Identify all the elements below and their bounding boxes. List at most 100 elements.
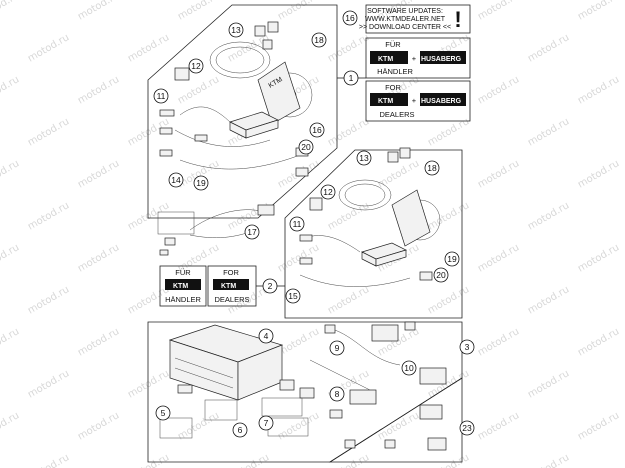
svg-text:KTM: KTM	[173, 283, 188, 290]
husaberg-logo-1	[420, 51, 466, 64]
watermark-text: motod.ru	[476, 74, 521, 106]
watermark-text: motod.ru	[426, 452, 471, 468]
callout-circle-11	[289, 216, 305, 232]
ktm-logo-2	[370, 93, 408, 106]
watermark-text: motod.ru	[176, 410, 221, 442]
carry-case-4	[168, 324, 284, 401]
callout-label-16: 16	[345, 13, 355, 23]
callout-circle-4	[258, 328, 274, 344]
callout-circle-18	[311, 32, 327, 48]
software-line-3: >> DOWNLOAD CENTER <<	[359, 24, 451, 31]
callout-label-4: 4	[264, 331, 269, 341]
watermark-text: motod.ru	[76, 326, 121, 358]
watermark-text: motod.ru	[276, 326, 321, 358]
watermark-text: motod.ru	[276, 242, 321, 274]
watermark-text: motod.ru	[476, 326, 521, 358]
svg-text:HUSABERG: HUSABERG	[421, 98, 462, 105]
callout-label-19: 19	[196, 178, 206, 188]
callout-label-1: 1	[349, 73, 354, 83]
callout-circle-2	[262, 278, 278, 294]
callout-label-18: 18	[314, 35, 324, 45]
svg-text:KTM: KTM	[378, 98, 393, 105]
callout-circle-19	[444, 251, 460, 267]
callout-circle-6	[232, 422, 248, 438]
svg-text:HÄNDLER: HÄNDLER	[165, 295, 201, 304]
callout-label-13: 13	[231, 25, 241, 35]
card1-handler: HÄNDLER	[377, 67, 413, 76]
callout-label-19: 19	[447, 254, 457, 264]
label-card-3: FÜR KTM HÄNDLER	[159, 265, 207, 307]
callout-circle-5	[155, 405, 171, 421]
watermark-text: motod.ru	[26, 116, 71, 148]
watermark-text: motod.ru	[26, 452, 71, 468]
callout-circle-19	[193, 175, 209, 191]
callout-label-23: 23	[462, 423, 472, 433]
svg-text:+: +	[412, 96, 417, 105]
callout-circle-18	[424, 160, 440, 176]
card1-fur: FÜR	[385, 40, 401, 49]
watermark-text: motod.ru	[326, 116, 371, 148]
callout-circle-23	[459, 420, 475, 436]
watermark-text: motod.ru	[526, 452, 571, 468]
callout-circle-12	[320, 184, 336, 200]
watermark-text: motod.ru	[526, 368, 571, 400]
watermark-text: motod.ru	[26, 32, 71, 64]
callout-label-8: 8	[335, 389, 340, 399]
callout-circle-12	[188, 58, 204, 74]
callout-label-20: 20	[301, 142, 311, 152]
watermark-text: motod.ru	[576, 0, 621, 23]
callout-label-13: 13	[359, 153, 369, 163]
card2-dealers: DEALERS	[379, 110, 414, 119]
watermark-text: motod.ru	[0, 74, 21, 106]
callout-circle-17	[244, 224, 260, 240]
watermark-text: motod.ru	[426, 200, 471, 232]
callout-label-12: 12	[323, 187, 333, 197]
software-update-box: SOFTWARE UPDATES: WWW.KTMDEALER.NET >> D…	[359, 4, 471, 34]
callout-label-6: 6	[238, 425, 243, 435]
callout-label-16: 16	[312, 125, 322, 135]
watermark-text: motod.ru	[126, 368, 171, 400]
callout-circle-7	[258, 415, 274, 431]
callout-label-2: 2	[268, 281, 273, 291]
watermark-text: motod.ru	[276, 0, 321, 23]
callout-label-11: 11	[293, 219, 302, 229]
callout-label-3: 3	[465, 342, 470, 352]
callout-circle-20	[298, 139, 314, 155]
watermark-text: motod.ru	[376, 158, 421, 190]
callout-label-11: 11	[157, 91, 166, 101]
watermark-text: motod.ru	[76, 410, 121, 442]
watermark-text: motod.ru	[126, 32, 171, 64]
warning-icon: !	[454, 7, 461, 32]
watermark-text: motod.ru	[76, 158, 121, 190]
watermark-text: motod.ru	[476, 242, 521, 274]
label-card-4: FOR KTM DEALERS	[207, 265, 257, 307]
watermark-text: motod.ru	[176, 0, 221, 23]
svg-text:+: +	[412, 54, 417, 63]
watermark-text: motod.ru	[526, 116, 571, 148]
label-card-for-dealers: FOR KTM + HUSABERG DEALERS	[365, 80, 471, 122]
watermark-text: motod.ru	[526, 32, 571, 64]
callout-circle-13	[356, 150, 372, 166]
watermark-text: motod.ru	[476, 410, 521, 442]
card2-for: FOR	[385, 83, 401, 92]
watermark-text: motod.ru	[76, 74, 121, 106]
callout-label-5: 5	[161, 408, 166, 418]
watermark-text: motod.ru	[0, 0, 21, 23]
callout-label-14: 14	[171, 175, 181, 185]
svg-text:KTM: KTM	[378, 56, 393, 63]
kit-panel-middle-border	[284, 149, 463, 319]
callout-circle-9	[329, 340, 345, 356]
svg-text:FÜR: FÜR	[175, 268, 191, 277]
software-line-2: WWW.KTMDEALER.NET	[365, 16, 446, 23]
callout-circle-15	[285, 288, 301, 304]
callout-circle-14	[168, 172, 184, 188]
watermark-text: motod.ru	[26, 368, 71, 400]
callout-circle-13	[228, 22, 244, 38]
callout-circle-16	[342, 10, 358, 26]
watermark-text: motod.ru	[0, 326, 21, 358]
callout-label-20: 20	[436, 270, 446, 280]
callout-label-15: 15	[288, 291, 298, 301]
kit-panel-bottom-subset	[328, 377, 463, 463]
callout-circle-11	[153, 88, 169, 104]
